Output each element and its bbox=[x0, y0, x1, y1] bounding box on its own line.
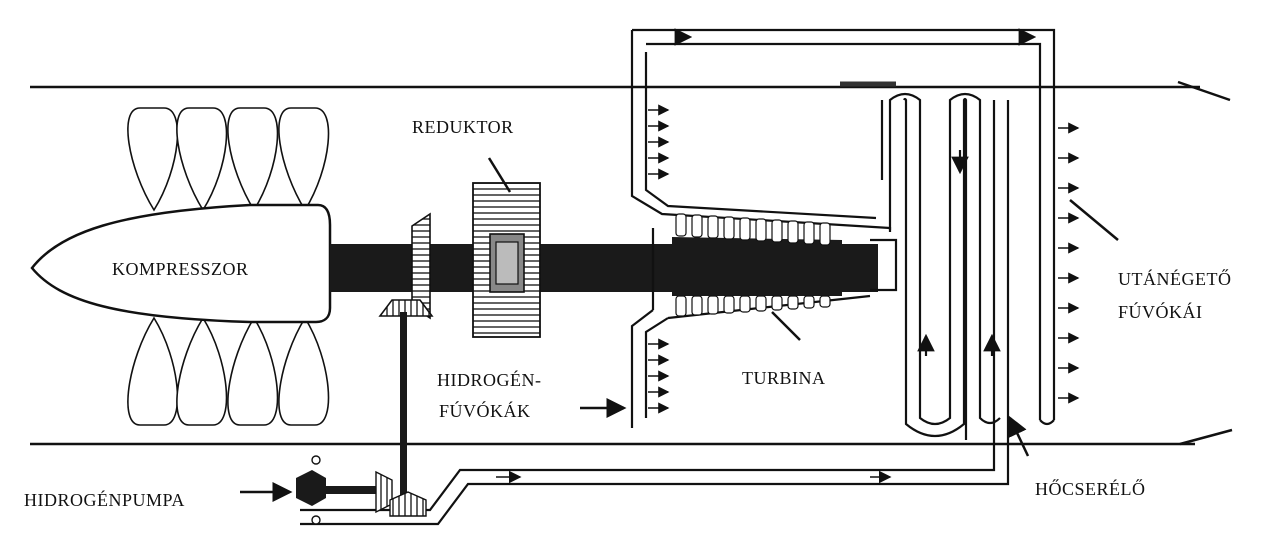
reducer-gear bbox=[472, 157, 541, 338]
afterburner-nozzle-arrows bbox=[1058, 122, 1080, 404]
label-turbina: TURBINA bbox=[742, 368, 826, 388]
label-utanegeto-line2: FÚVÓKÁI bbox=[1118, 302, 1203, 322]
label-hidrogenpumpa: HIDROGÉNPUMPA bbox=[24, 490, 185, 510]
utanegeto-leader bbox=[1069, 199, 1119, 241]
label-kompresszor: KOMPRESSZOR bbox=[112, 259, 249, 279]
label-hocserelo: HŐCSERÉLŐ bbox=[1035, 479, 1146, 499]
shaft-taper bbox=[540, 254, 680, 280]
hydrogen-injector-arrows bbox=[648, 104, 670, 414]
hydrogen-pump bbox=[240, 455, 427, 525]
pump-drive-shaft bbox=[400, 312, 407, 498]
turbine-blades bbox=[675, 213, 831, 317]
hocserelo-leader bbox=[1008, 415, 1030, 457]
turbina-leader bbox=[771, 311, 801, 341]
label-utanegeto-line1: UTÁNÉGETŐ bbox=[1118, 269, 1232, 289]
label-reduktor: REDUKTOR bbox=[412, 117, 514, 137]
engine-casing bbox=[30, 80, 1233, 446]
compressor-blades bbox=[127, 107, 330, 426]
afterburner-supply-pipe bbox=[632, 28, 1056, 426]
label-hidrogen-fuvokak-line1: HIDROGÉN- bbox=[437, 370, 542, 390]
label-hidrogen-fuvokak-line2: FÚVÓKÁK bbox=[439, 401, 531, 421]
bevel-gear bbox=[378, 212, 434, 320]
heat-exchanger bbox=[300, 92, 1010, 526]
turbine-rotor bbox=[672, 237, 842, 296]
